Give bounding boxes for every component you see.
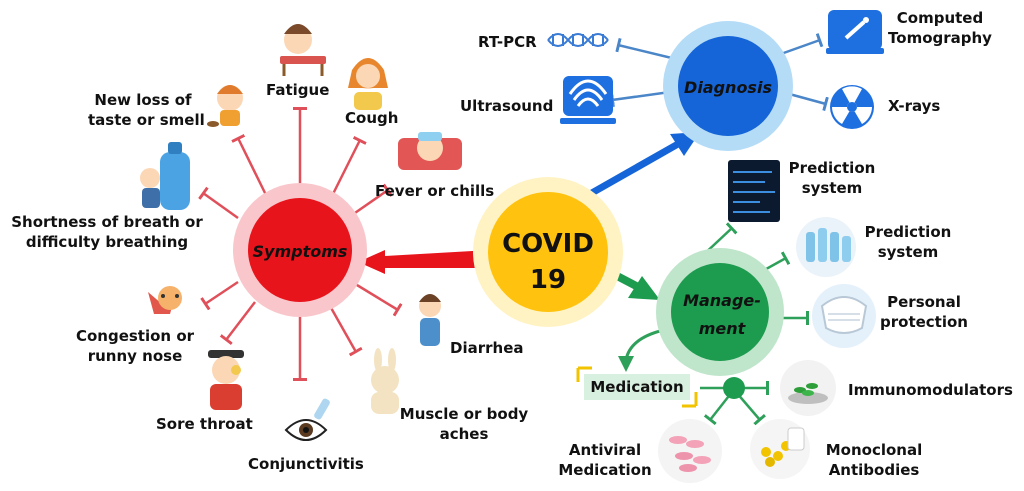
radiation-icon (830, 85, 874, 129)
ct-scanner-icon (826, 10, 884, 54)
vials-image (796, 217, 856, 277)
breath-label-line1: Shortness of breath or (11, 213, 203, 231)
monoclonal-label: Monoclonal Antibodies (816, 440, 932, 480)
connector-muscle (328, 305, 363, 357)
medication-box: Medication (576, 366, 698, 408)
connector-sore-throat (219, 301, 256, 346)
antiviral-line2: Medication (558, 461, 652, 479)
ultrasound-label: Ultrasound (460, 97, 554, 115)
connector-diarrhea (351, 280, 403, 317)
muscle-label-line2: aches (439, 425, 489, 443)
arrow-to-medication-head (618, 356, 634, 372)
cough-label: Cough (345, 109, 399, 127)
arrow-to-diagnosis (588, 132, 700, 198)
fatigue-label: Fatigue (266, 81, 330, 99)
pills-spoon-image (780, 360, 836, 416)
medication-label: Medication (590, 378, 683, 396)
covid-hub: COVID 19 (473, 177, 623, 327)
symptoms-hub: Symptoms (233, 183, 367, 317)
connector-congestion (200, 280, 239, 311)
antiviral-line1: Antiviral (568, 441, 642, 459)
covid-label: COVID (502, 229, 594, 259)
medication-junction (723, 377, 745, 399)
yellow-pills-image (750, 419, 810, 479)
connector-breath (198, 186, 239, 220)
pink-pills-image (658, 419, 722, 483)
breath-label-line2: difficulty breathing (25, 233, 189, 251)
breath-figure-icon (140, 142, 190, 210)
muscle-label-line1: Muscle or body (399, 405, 529, 423)
symptoms-label: Symptoms (253, 242, 348, 261)
xrays-label: X-rays (888, 97, 941, 115)
diagnosis-hub: Diagnosis (663, 21, 793, 151)
covid-number: 19 (530, 265, 566, 295)
prediction-a-label: Prediction system (784, 158, 880, 198)
protection-line1: Personal (887, 293, 961, 311)
fatigue-figure-icon (280, 24, 326, 76)
fever-figure-icon (398, 132, 462, 170)
arrow-to-symptoms (358, 250, 490, 274)
management-hub: Manage- ment (656, 248, 784, 376)
connector-ct (777, 33, 824, 57)
arrow-to-medication (624, 328, 665, 361)
antiviral-label: Antiviral Medication (550, 440, 660, 480)
diagnosis-label: Diagnosis (684, 78, 772, 97)
prediction-b-line2: system (877, 243, 939, 261)
monoclonal-line1: Monoclonal (825, 441, 923, 459)
sore-throat-label: Sore throat (156, 415, 253, 433)
protection-line2: protection (880, 313, 968, 331)
congestion-figure-icon (148, 286, 182, 314)
data-screen-image (728, 160, 780, 222)
congestion-label: Congestion or runny nose (72, 326, 198, 366)
diarrhea-label: Diarrhea (450, 339, 524, 357)
management-label-1: Manage- (683, 291, 761, 310)
breath-label: Shortness of breath or difficulty breath… (4, 212, 210, 252)
taste-smell-label-line2: taste or smell (88, 111, 205, 129)
muscle-label: Muscle or body aches (394, 404, 534, 444)
monoclonal-line2: Antibodies (828, 461, 920, 479)
fever-label: Fever or chills (375, 182, 495, 200)
protection-label: Personal protection (872, 292, 976, 332)
rtpcr-label: RT-PCR (478, 33, 537, 51)
dna-icon (547, 33, 609, 47)
connector-cough (330, 135, 367, 197)
connector-fever (351, 183, 393, 217)
conjunctivitis-label: Conjunctivitis (248, 455, 364, 473)
diarrhea-figure-icon (419, 294, 441, 346)
taste-smell-figure-icon (207, 85, 243, 127)
prediction-a-line1: Prediction (788, 159, 876, 177)
prediction-b-line1: Prediction (864, 223, 952, 241)
cough-figure-icon (348, 58, 388, 110)
eye-drop-icon (284, 398, 330, 441)
prediction-b-label: Prediction system (860, 222, 956, 262)
management-label-2: ment (699, 319, 747, 338)
mask-image (812, 284, 876, 348)
prediction-a-line2: system (801, 179, 863, 197)
sore-throat-figure-icon (208, 350, 244, 410)
taste-smell-label-line1: New loss of (94, 91, 192, 109)
congestion-label-line1: Congestion or (75, 327, 195, 345)
muscle-figure-icon (371, 348, 399, 414)
connector-taste (231, 134, 268, 196)
ct-label: Computed Tomography (884, 8, 996, 48)
congestion-label-line2: runny nose (87, 347, 183, 365)
immuno-label: Immunomodulators (848, 381, 1013, 399)
ct-label-line2: Tomography (888, 29, 992, 47)
ct-label-line1: Computed (896, 9, 984, 27)
connector-ultrasound (610, 90, 671, 108)
ultrasound-icon (560, 76, 616, 124)
symptom-connectors (198, 107, 403, 381)
taste-smell-label: New loss of taste or smell (88, 90, 205, 130)
